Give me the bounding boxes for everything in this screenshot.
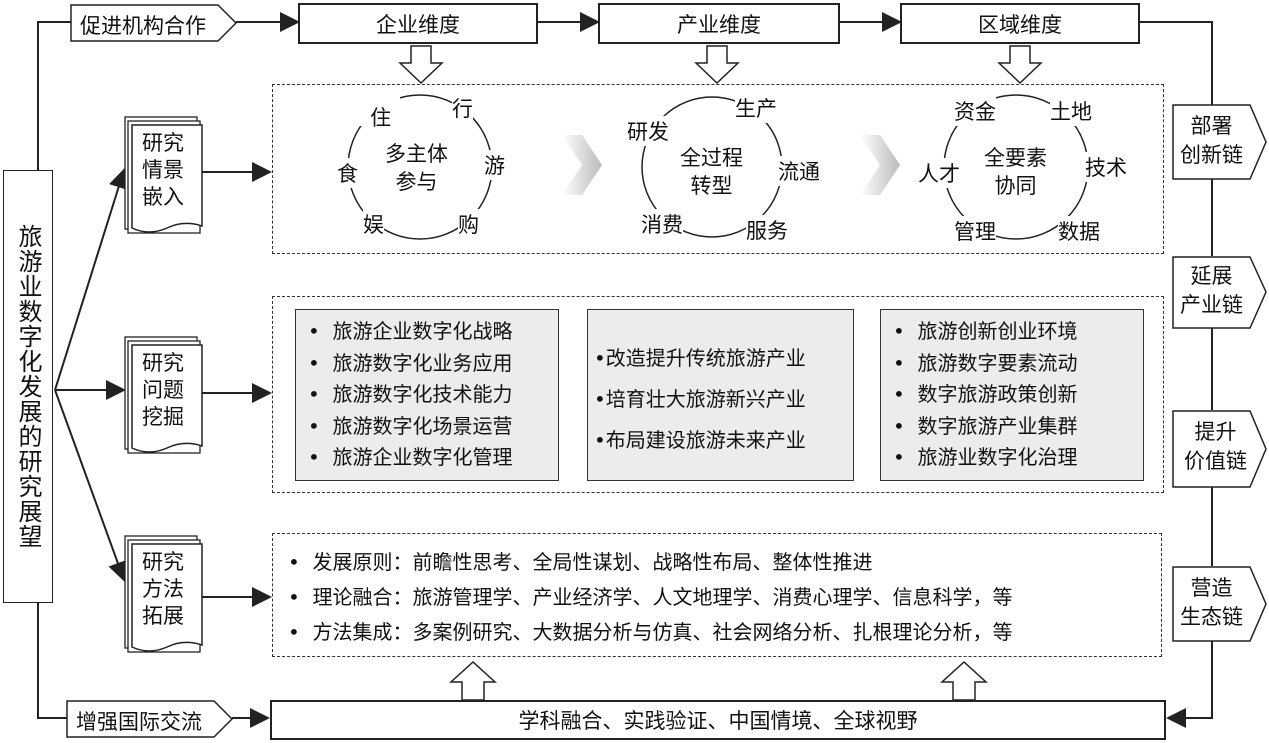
circle3-item-land: 土地 [1050,96,1092,126]
circle3-item-data: 数据 [1058,216,1100,246]
list-item: • 旅游企业数字化管理 [308,445,513,469]
method-list: • 发展原则：前瞻性思考、全局性谋划、战略性布局、整体性推进 • 理论融合：旅游… [288,545,1013,650]
hollow-arrow-up-1 [449,660,497,701]
circle1-item-shi: 食 [337,158,358,188]
circle3-item-technology: 技术 [1085,152,1127,182]
enterprise-list-box: • 旅游企业数字化战略 • 旅游数字化业务应用 • 旅游数字化技术能力 • 旅游… [295,309,559,481]
list-item: •改造提升传统旅游产业 [594,346,806,370]
circle2-item-consumption: 消费 [641,209,683,239]
list-item: • 旅游业数字化治理 [893,445,1078,469]
tag-build-ecosystem-chain-label: 营造 生态链 [1180,576,1243,629]
doc-research-problem: 研究 问题 挖掘 [124,336,204,461]
circle1-item-xing: 行 [452,93,473,123]
frame-right-line [1140,21,1213,105]
tag-raise-value-chain-label: 提升 价值链 [1184,420,1247,473]
frame-left-top [37,21,72,170]
industry-dimension-box: 产业维度 [598,3,840,44]
list-item: • 旅游数字化技术能力 [308,382,513,406]
list-item: • 数字旅游政策创新 [893,382,1078,406]
circle1-item-zhu: 住 [370,102,391,132]
tag-deploy-innovation-chain-label: 部署 创新链 [1180,114,1243,167]
method-section-box [272,533,1162,657]
circle2-item-production: 生产 [735,93,777,123]
circle2-item-rd: 研发 [627,116,669,146]
circle2-item-service: 服务 [746,215,788,245]
enterprise-list: • 旅游企业数字化战略 • 旅游数字化业务应用 • 旅游数字化技术能力 • 旅游… [308,316,513,474]
enterprise-dimension-box: 企业维度 [298,3,538,44]
hollow-arrow-up-2 [940,660,988,701]
circle3-item-capital: 资金 [954,96,996,126]
industry-list-box: •改造提升传统旅游产业 •培育壮大旅游新兴产业 •布局建设旅游未来产业 [587,309,854,481]
circle1-item-you: 游 [484,150,505,180]
fade-chevron-2 [860,135,900,195]
hollow-arrow-down-2 [694,45,740,85]
list-item: • 旅游创新创业环境 [893,319,1078,343]
list-item: • 发展原则：前瞻性思考、全局性谋划、战略性布局、整体性推进 [288,550,873,574]
industry-list: •改造提升传统旅游产业 •培育壮大旅游新兴产业 •布局建设旅游未来产业 [594,338,806,461]
doc-research-context: 研究 情景 嵌入 [124,116,204,241]
hollow-arrow-down-1 [398,45,444,85]
region-dimension-box: 区域维度 [900,3,1140,44]
circle1-center: 多主体 参与 [385,142,448,194]
circle2-item-circulation: 流通 [778,156,820,186]
tag-extend-industry-chain-label: 延展 产业链 [1180,264,1243,317]
list-item: • 方法集成：多案例研究、大数据分析与仿真、社会网络分析、扎根理论分析，等 [288,620,1013,644]
tag-international-exchange: 增强国际交流 [66,700,234,738]
circle3-item-talent: 人才 [918,158,960,188]
region-dimension-label: 区域维度 [978,12,1062,37]
tag-build-ecosystem-chain: 营造 生态链 [1172,566,1268,642]
circle1-item-yu: 娱 [363,209,384,239]
list-item: • 数字旅游产业集群 [893,413,1078,438]
circle3-center: 全要素 协同 [984,146,1047,198]
bottom-foundation-box: 学科融合、实践验证、中国情境、全球视野 [270,700,1166,740]
main-title-box: 旅游业数字化发展的研究展望 [3,170,53,603]
tag-extend-industry-chain: 延展 产业链 [1172,256,1268,329]
circle1-item-gou: 购 [458,209,479,239]
region-list-box: • 旅游创新创业环境 • 旅游数字要素流动 • 数字旅游政策创新 • 数字旅游产… [880,309,1144,481]
list-item: •布局建设旅游未来产业 [594,428,806,452]
circle3-item-management: 管理 [954,216,996,246]
fan-arrow-1 [54,168,129,391]
tag-promote-cooperation: 促进机构合作 [70,4,238,42]
list-item: • 理论融合：旅游管理学、产业经济学、人文地理学、消费心理学、信息科学，等 [288,585,1013,609]
bottom-foundation-label: 学科融合、实践验证、中国情境、全球视野 [518,709,918,733]
frame-right-bottom [1166,640,1213,728]
main-title: 旅游业数字化发展的研究展望 [14,224,42,549]
context-section-box [272,84,1164,254]
list-item: • 旅游企业数字化战略 [308,319,513,343]
tag-deploy-innovation-chain: 部署 创新链 [1172,104,1268,180]
region-list: • 旅游创新创业环境 • 旅游数字要素流动 • 数字旅游政策创新 • 数字旅游产… [893,316,1078,474]
list-item: •培育壮大旅游新兴产业 [594,387,806,411]
doc-research-method: 研究 方法 拓展 [124,535,204,660]
hollow-arrow-down-3 [997,45,1043,85]
frame-left-bottom [37,603,70,719]
list-item: • 旅游数字要素流动 [893,350,1078,375]
list-item: • 旅游数字化场景运营 [308,413,513,438]
doc-research-method-label: 研究 方法 拓展 [142,550,184,628]
tag-raise-value-chain: 提升 价值链 [1172,410,1268,488]
industry-dimension-label: 产业维度 [677,12,761,37]
list-item: • 旅游数字化业务应用 [308,350,513,375]
tag-international-exchange-label: 增强国际交流 [76,710,202,734]
doc-research-context-label: 研究 情景 嵌入 [142,131,184,209]
fan-arrow-3 [54,389,128,582]
doc-research-problem-label: 研究 问题 挖掘 [142,351,184,429]
tag-promote-cooperation-label: 促进机构合作 [80,14,206,38]
circle2-center: 全过程 转型 [680,146,743,198]
fade-chevron-1 [562,135,602,195]
enterprise-dimension-label: 企业维度 [376,12,460,37]
